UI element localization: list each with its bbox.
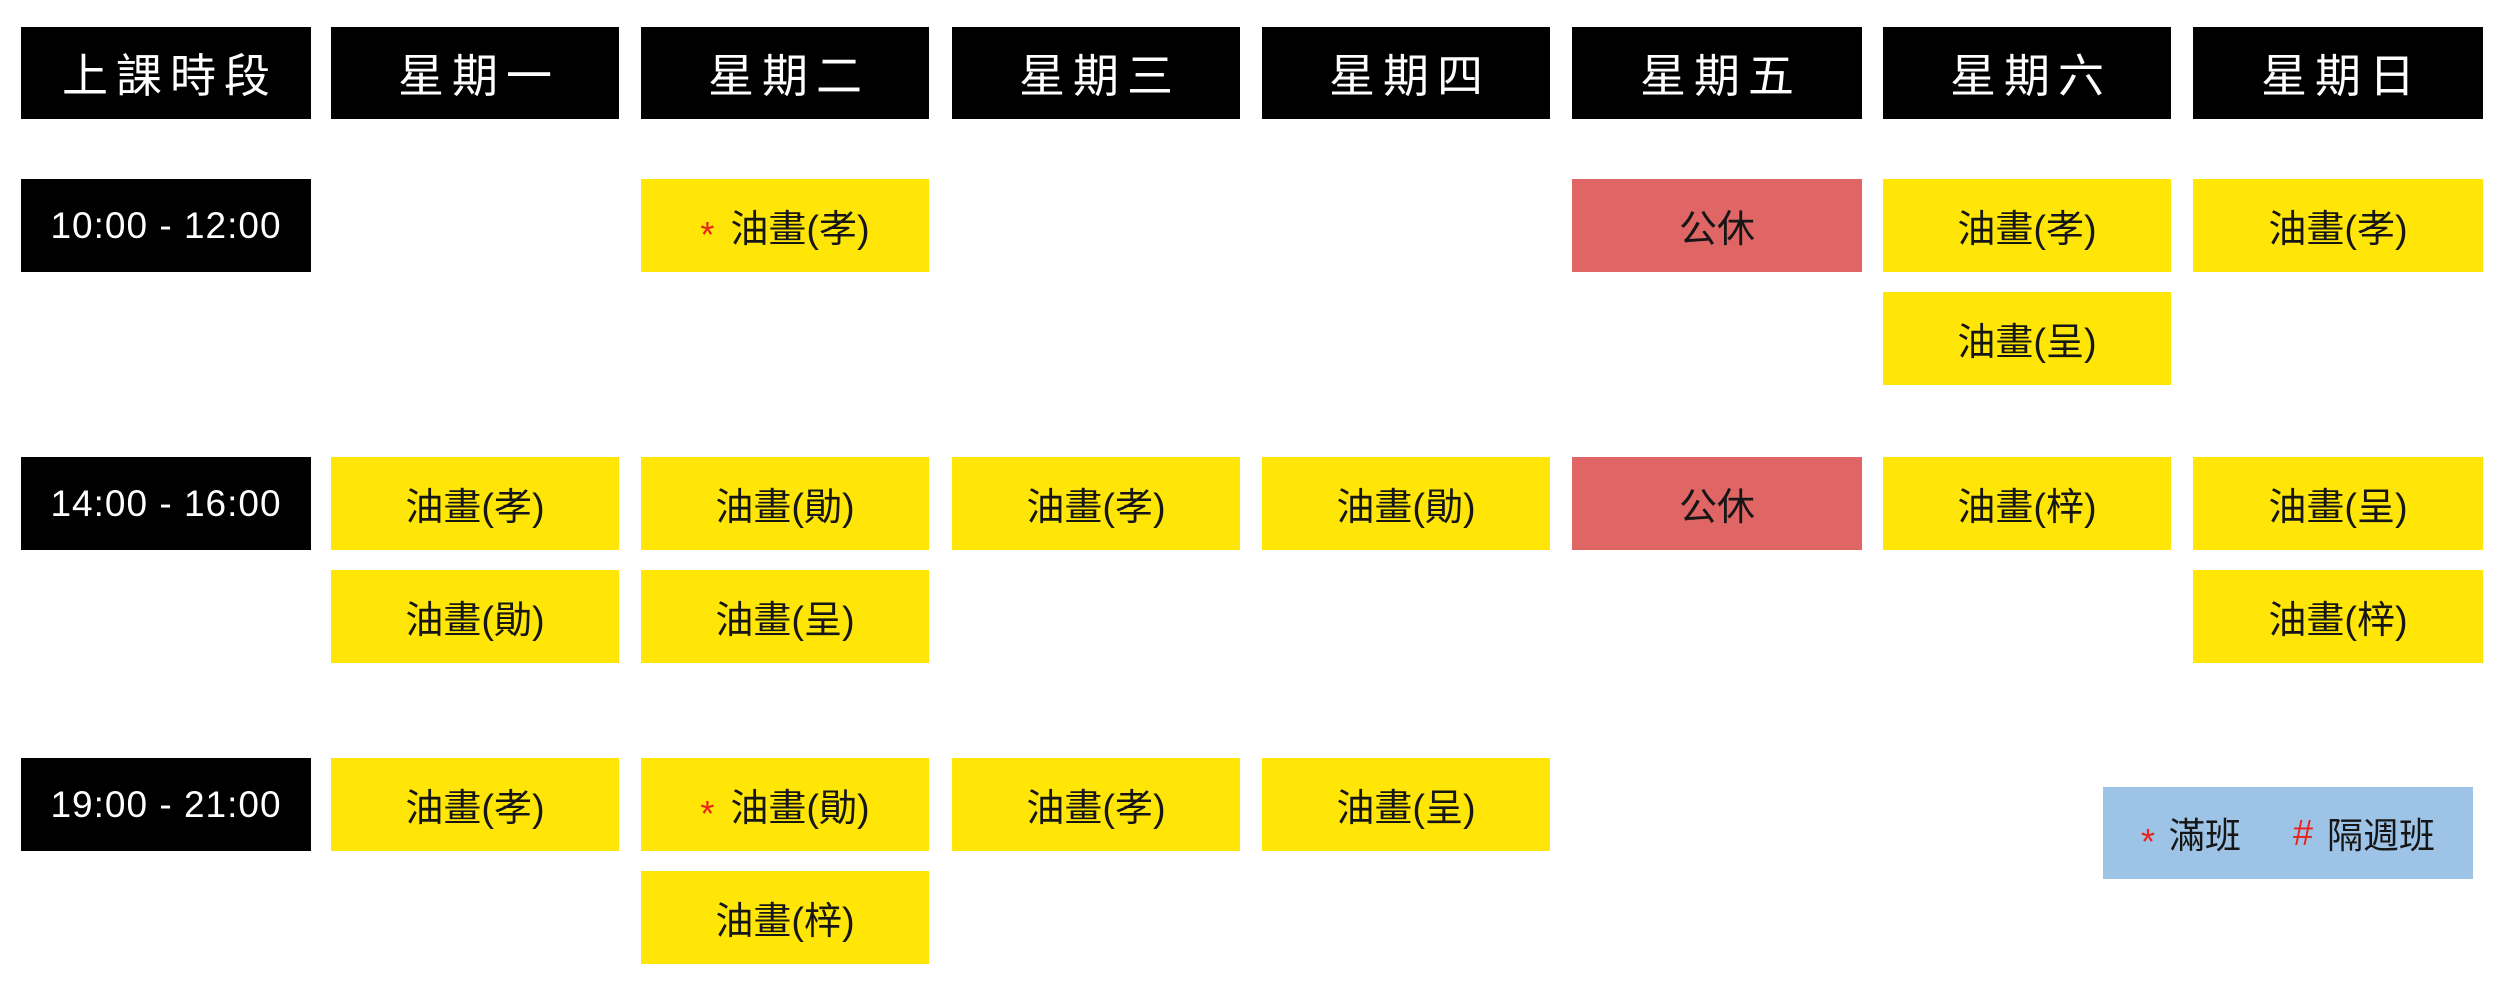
header-time-column: 上課時段 <box>21 27 311 119</box>
class-cell: * 油畫(孝) <box>641 179 929 272</box>
legend-symbol: * <box>2140 821 2155 862</box>
legend-symbol: # <box>2292 812 2314 853</box>
legend-item: * 滿班 <box>2141 807 2241 862</box>
full-class-marker: * <box>700 792 715 834</box>
header-day-7: 星期日 <box>2193 27 2483 119</box>
class-label: 油畫(梓) <box>715 901 855 943</box>
class-label: 油畫(孝) <box>1957 209 2097 251</box>
header-day-4: 星期四 <box>1262 27 1550 119</box>
class-cell: 油畫(勛) <box>1262 457 1550 550</box>
class-label: 油畫(勛) <box>715 487 855 529</box>
class-label: 油畫(孝) <box>405 487 545 529</box>
class-label: 油畫(勛) <box>1336 487 1476 529</box>
class-label: 油畫(呈) <box>2268 487 2408 529</box>
class-cell: 油畫(呈) <box>641 570 929 663</box>
class-cell: 油畫(呈) <box>1883 292 2171 385</box>
legend-label: 滿班 <box>2168 815 2241 856</box>
class-cell: 油畫(孝) <box>331 758 619 851</box>
class-cell: 油畫(勛) <box>641 457 929 550</box>
legend-item: # 隔週班 <box>2293 807 2435 859</box>
class-cell: 油畫(孝) <box>2193 179 2483 272</box>
class-label: 油畫(勛) <box>730 788 870 830</box>
closed-cell: 公休 <box>1572 179 1862 272</box>
class-label: 公休 <box>1678 209 1755 251</box>
legend-label: 隔週班 <box>2327 815 2436 856</box>
class-label: 油畫(孝) <box>405 788 545 830</box>
class-label: 油畫(勛) <box>405 600 545 642</box>
class-cell: 油畫(孝) <box>952 457 1240 550</box>
header-day-5: 星期五 <box>1572 27 1862 119</box>
class-label: 油畫(梓) <box>2268 600 2408 642</box>
header-day-3: 星期三 <box>952 27 1240 119</box>
class-label: 油畫(梓) <box>1957 487 2097 529</box>
class-label: 油畫(呈) <box>1336 788 1476 830</box>
class-label: 油畫(呈) <box>1957 322 2097 364</box>
full-class-marker: * <box>700 213 715 255</box>
header-day-6: 星期六 <box>1883 27 2171 119</box>
class-cell: 油畫(孝) <box>952 758 1240 851</box>
class-cell: 油畫(梓) <box>2193 570 2483 663</box>
class-cell: 油畫(呈) <box>2193 457 2483 550</box>
class-label: 油畫(呈) <box>715 600 855 642</box>
class-label: 油畫(孝) <box>1026 788 1166 830</box>
class-label: 油畫(孝) <box>2268 209 2408 251</box>
time-slot: 14:00 - 16:00 <box>21 457 311 550</box>
legend-box: * 滿班 # 隔週班 <box>2103 787 2473 879</box>
class-cell: 油畫(孝) <box>331 457 619 550</box>
time-slot: 19:00 - 21:00 <box>21 758 311 851</box>
class-cell: 油畫(孝) <box>1883 179 2171 272</box>
class-label: 公休 <box>1678 487 1755 529</box>
closed-cell: 公休 <box>1572 457 1862 550</box>
class-cell: * 油畫(勛) <box>641 758 929 851</box>
class-label: 油畫(孝) <box>1026 487 1166 529</box>
class-label: 油畫(孝) <box>730 209 870 251</box>
class-cell: 油畫(梓) <box>1883 457 2171 550</box>
class-cell: 油畫(勛) <box>331 570 619 663</box>
time-slot: 10:00 - 12:00 <box>21 179 311 272</box>
class-cell: 油畫(梓) <box>641 871 929 964</box>
class-cell: 油畫(呈) <box>1262 758 1550 851</box>
header-day-1: 星期一 <box>331 27 619 119</box>
header-day-2: 星期二 <box>641 27 929 119</box>
